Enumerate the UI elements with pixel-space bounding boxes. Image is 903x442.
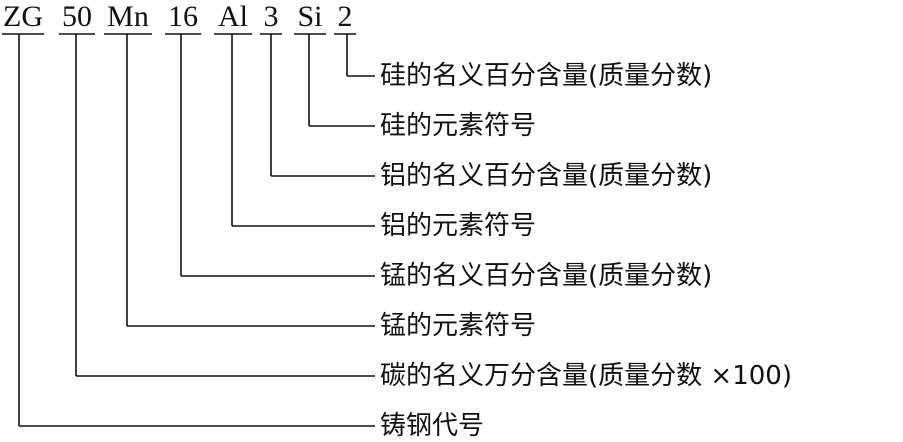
code-segment-16: 16 <box>168 0 198 33</box>
label-cast-steel-code: 铸钢代号 <box>380 411 485 441</box>
label-silicon-symbol: 硅的元素符号 <box>380 111 537 141</box>
label-aluminum-symbol: 铝的元素符号 <box>380 211 537 241</box>
code-segment-2: 2 <box>337 0 353 33</box>
code-segment-al: Al <box>218 0 248 33</box>
code-segment-3: 3 <box>263 0 279 33</box>
code-segment-zg: ZG <box>3 0 43 33</box>
label-aluminum-percent: 铝的名义百分含量(质量分数) <box>380 161 713 191</box>
label-manganese-percent: 锰的名义百分含量(质量分数) <box>380 261 713 291</box>
label-manganese-symbol: 锰的元素符号 <box>380 311 537 341</box>
code-segment-mn: Mn <box>107 0 149 33</box>
code-segment-si: Si <box>297 0 323 33</box>
code-segment-50: 50 <box>62 0 92 33</box>
label-silicon-percent: 硅的名义百分含量(质量分数) <box>380 61 713 91</box>
label-carbon-content: 碳的名义万分含量(质量分数 ×100) <box>380 361 792 391</box>
